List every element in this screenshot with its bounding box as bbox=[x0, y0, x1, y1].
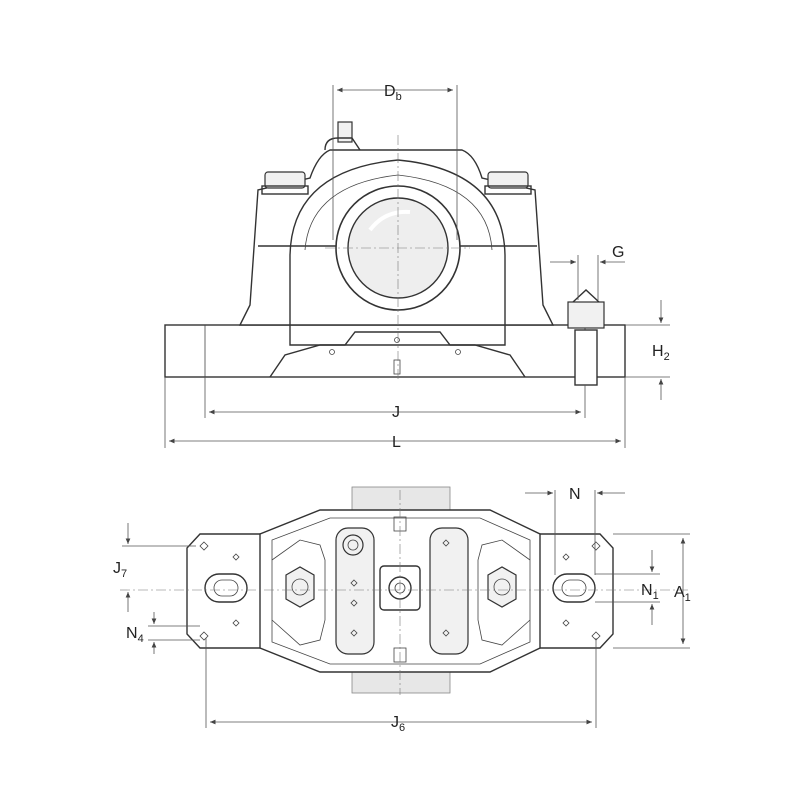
label-n1: N1 bbox=[641, 582, 659, 602]
label-n: N bbox=[569, 486, 581, 503]
hex-bolt-left bbox=[285, 566, 315, 608]
label-db: Db bbox=[384, 83, 402, 103]
label-g: G bbox=[612, 244, 624, 261]
cap-bolt-right bbox=[487, 171, 529, 189]
plan-view: N N1 A1 J7 N4 J6 bbox=[113, 486, 691, 734]
shaft-top bbox=[351, 486, 451, 513]
label-j7: J7 bbox=[113, 560, 127, 580]
cap-bolt-left bbox=[264, 171, 306, 189]
hex-bolt-right bbox=[487, 566, 517, 608]
label-j6: J6 bbox=[391, 714, 405, 734]
front-view: Db G H2 J L bbox=[164, 83, 670, 451]
bolt-slot-right bbox=[552, 573, 596, 603]
label-h2: H2 bbox=[652, 343, 670, 363]
label-j: J bbox=[392, 404, 400, 421]
housing-base bbox=[164, 324, 626, 378]
bolt-shank bbox=[574, 329, 598, 386]
label-l: L bbox=[392, 434, 401, 451]
lub-nipple bbox=[342, 534, 364, 556]
bolt-slot-left bbox=[204, 573, 248, 603]
grease-nipple bbox=[337, 121, 353, 143]
label-n4: N4 bbox=[126, 625, 144, 645]
label-a1: A1 bbox=[674, 584, 691, 604]
bolt-head bbox=[567, 301, 605, 329]
